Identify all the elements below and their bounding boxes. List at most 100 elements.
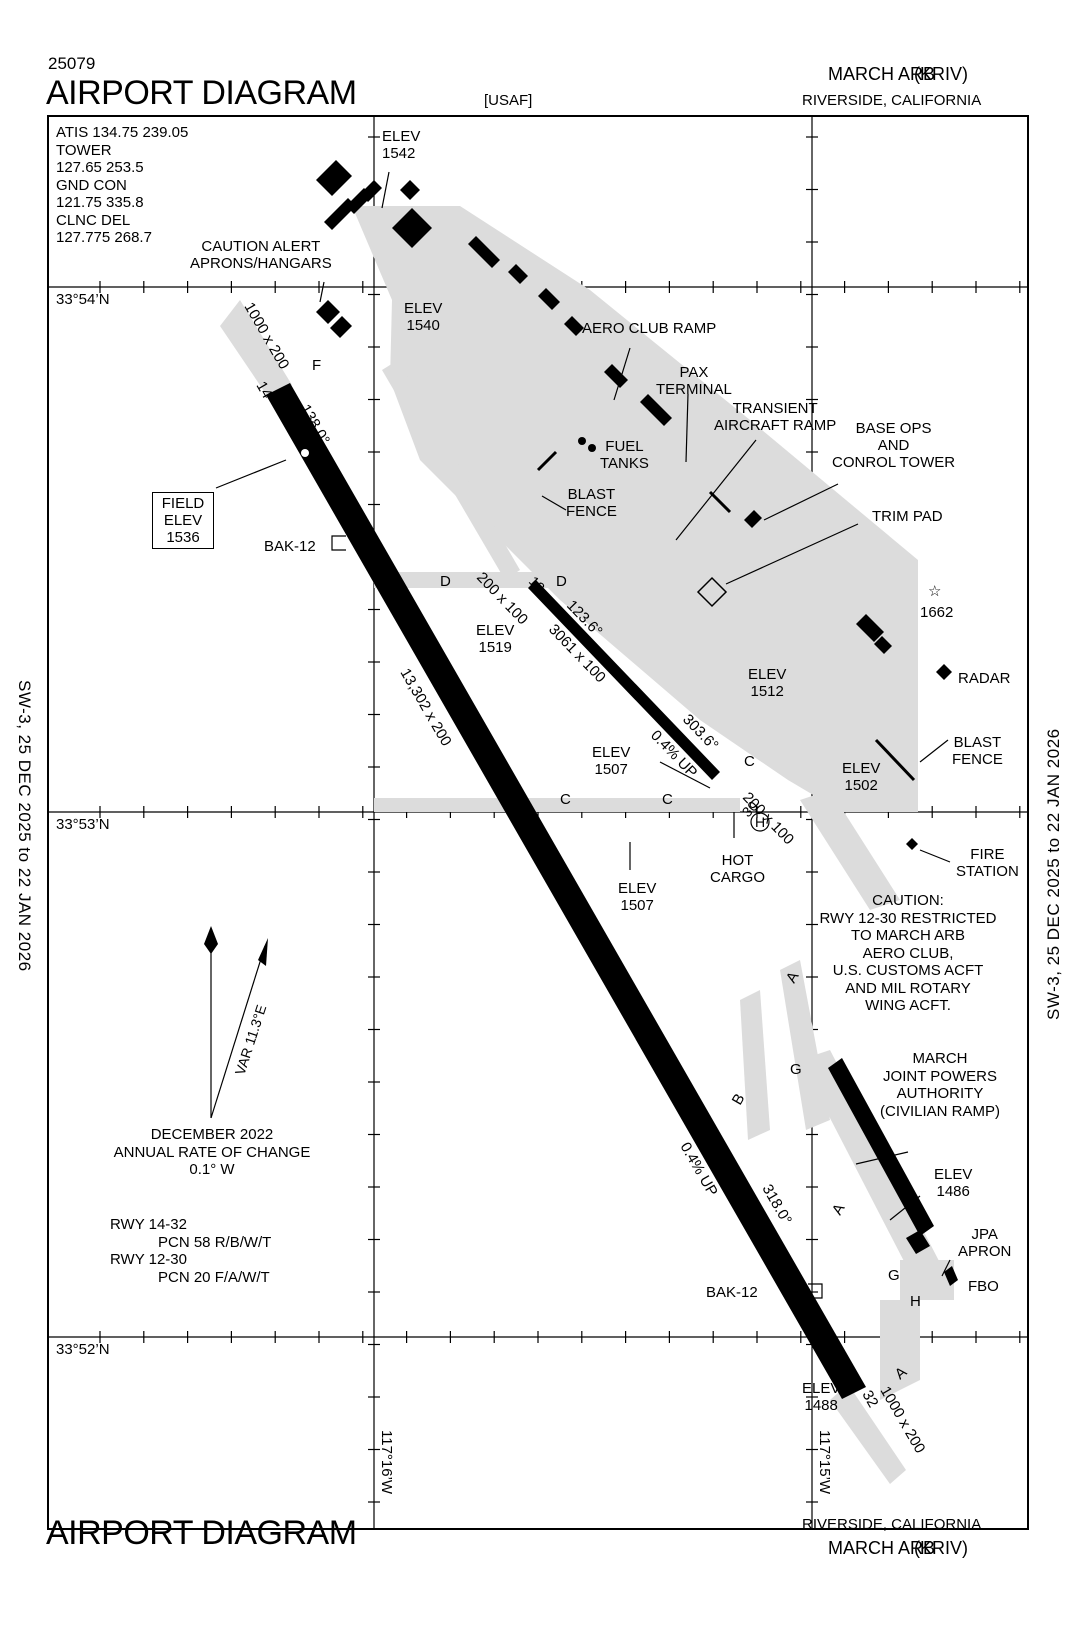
overrun-32 xyxy=(830,1384,906,1484)
aero-club-ramp-label: AERO CLUB RAMP xyxy=(582,320,717,337)
trim-pad xyxy=(696,576,728,608)
buildings xyxy=(316,160,958,1286)
taxiway-a-label-2: A xyxy=(829,1201,849,1218)
pavement xyxy=(220,206,954,1484)
footer-ident: (KRIV) xyxy=(914,1538,968,1558)
obstacle-label: 1662 xyxy=(920,604,954,621)
lon-label-15: 117°15’W xyxy=(816,1430,833,1495)
airport-name: MARCH ARB xyxy=(828,64,936,84)
taxiway-a-south xyxy=(880,1300,920,1400)
frequency-box: ATIS 134.75 239.05 TOWER 127.65 253.5 GN… xyxy=(56,124,188,247)
diagram-frame xyxy=(47,115,1029,1530)
fbo-bldg xyxy=(944,1266,958,1286)
magnetic-north-line xyxy=(210,945,266,1119)
operator-label: [USAF] xyxy=(484,92,533,109)
helipad xyxy=(750,812,770,832)
lat-label-52: 33°52’N xyxy=(56,1341,110,1358)
taxiway-f: F xyxy=(312,357,321,374)
freq-line: 121.75 335.8 xyxy=(56,194,144,211)
runway-centerline-marker xyxy=(301,449,309,457)
taxiway-c-label-2: C xyxy=(662,791,673,808)
freq-line: 127.65 253.5 xyxy=(56,159,144,176)
taxiway-g-label-2: G xyxy=(888,1267,900,1284)
fuel-tank-2 xyxy=(588,444,596,452)
obstacle-star: ☆ xyxy=(928,583,941,600)
radar-site xyxy=(936,664,952,680)
taxiway-h-label: H xyxy=(910,1293,921,1310)
taxiway-d-label-1: D xyxy=(440,573,451,590)
civilian-ramp-bldg xyxy=(828,1058,934,1236)
fire-station xyxy=(906,838,918,850)
hangar-1 xyxy=(316,160,352,196)
footer-airport: MARCH ARB xyxy=(828,1538,936,1558)
fuel-tank-1 xyxy=(578,437,586,445)
freq-line: GND CON xyxy=(56,176,127,194)
airport-ident: (KRIV) xyxy=(914,64,968,84)
radar-label: RADAR xyxy=(958,670,1011,687)
lon-label-16: 117°16’W xyxy=(378,1430,395,1495)
runway-12-30 xyxy=(528,580,720,780)
taxiway-d xyxy=(374,572,560,588)
taxiway-c xyxy=(374,798,740,812)
overrun-14 xyxy=(220,300,292,400)
variation-label: VAR 11.3°E xyxy=(232,1003,270,1077)
taxiway-c-label-3: C xyxy=(744,753,755,770)
main-apron xyxy=(352,206,918,812)
runway-14-32 xyxy=(266,383,866,1399)
hangar-large xyxy=(392,208,432,248)
freq-line: TOWER xyxy=(56,141,112,159)
freq-line: ATIS 134.75 239.05 xyxy=(56,124,189,141)
taxiway-a-north xyxy=(800,790,900,910)
rwy14-end: 14 xyxy=(253,379,276,402)
lat-label-54: 33°54’N xyxy=(56,291,110,308)
taxiway-b xyxy=(740,990,770,1140)
leader-lines xyxy=(215,171,951,1277)
pcn-note: RWY 14-32 PCN 58 R/B/W/T RWY 12-30 PCN 2… xyxy=(110,1216,272,1286)
bak12-marker-top xyxy=(331,535,346,551)
taxiway-g-label-1: G xyxy=(790,1061,802,1078)
fbo-label: FBO xyxy=(968,1278,999,1295)
airport-city: RIVERSIDE, CALIFORNIA xyxy=(802,92,982,109)
freq-line: 127.775 268.7 xyxy=(56,229,152,246)
lat-label-53: 33°53’N xyxy=(56,816,110,833)
trim-pad-label: TRIM PAD xyxy=(872,508,943,525)
chart-title: AIRPORT DIAGRAM xyxy=(46,74,357,112)
true-north-arrow xyxy=(204,926,218,954)
transient-fence xyxy=(708,490,732,514)
blast-fence-2 xyxy=(874,738,916,782)
rwy32-end: 32 xyxy=(859,1388,882,1411)
taxiway-d-label-2: D xyxy=(556,573,567,590)
bak12-label-top: BAK-12 xyxy=(264,538,316,555)
blast-fence-1 xyxy=(536,450,558,472)
helipad-label: H xyxy=(755,814,765,830)
taxiway-link-1 xyxy=(382,360,520,580)
taxiway-c-label-1: C xyxy=(560,791,571,808)
bak12-label-bottom: BAK-12 xyxy=(706,1284,758,1301)
jpa-apron xyxy=(900,1260,954,1300)
magnetic-north-arrow xyxy=(258,938,268,966)
